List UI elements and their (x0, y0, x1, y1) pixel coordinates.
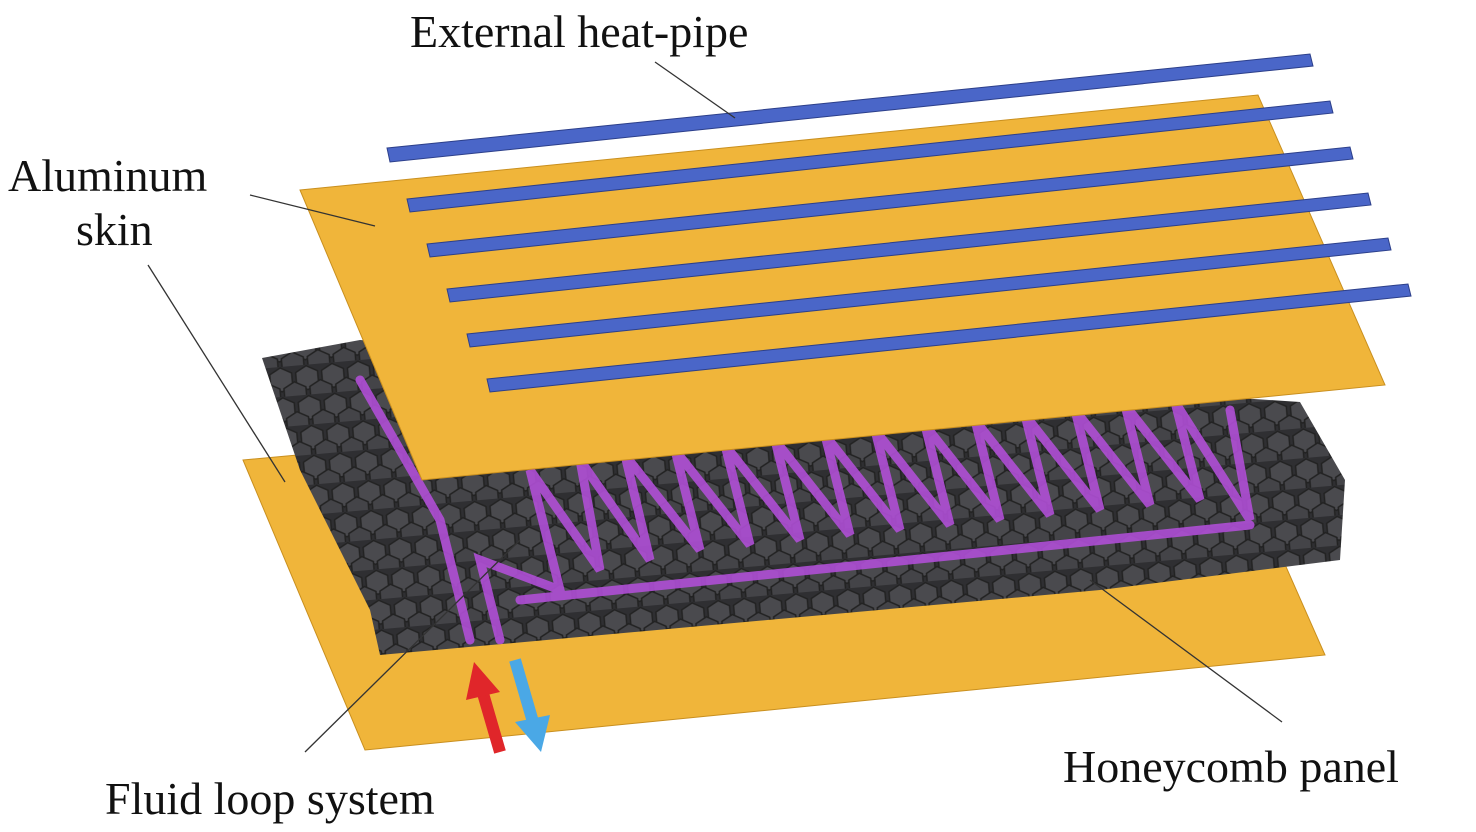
heat-pipe (466, 237, 1392, 348)
heat-pipe (386, 53, 1314, 163)
heat-pipe (486, 283, 1412, 393)
heat-pipe (446, 192, 1372, 303)
inlet-arrow (466, 662, 506, 754)
honeycomb-label: Honeycomb panel (1063, 741, 1399, 792)
fluid-loop-leader (304, 539, 521, 753)
honeycomb-leader (1089, 579, 1283, 723)
aluminum-skin-label-line2: skin (76, 204, 153, 255)
heat-pipe (426, 146, 1354, 258)
fluid-loop-label: Fluid loop system (105, 773, 435, 824)
heat-pipe (406, 100, 1334, 213)
skin-leader-upper (249, 194, 376, 227)
heat-pipe-leader (654, 61, 736, 119)
aluminum-skin-label-line1: Aluminum (8, 150, 208, 201)
heat-pipes (386, 53, 1412, 393)
heat-pipe-label: External heat-pipe (410, 6, 749, 57)
leader-lines (147, 61, 1283, 753)
outlet-arrow (509, 658, 550, 752)
skin-leader-lower (147, 264, 286, 483)
